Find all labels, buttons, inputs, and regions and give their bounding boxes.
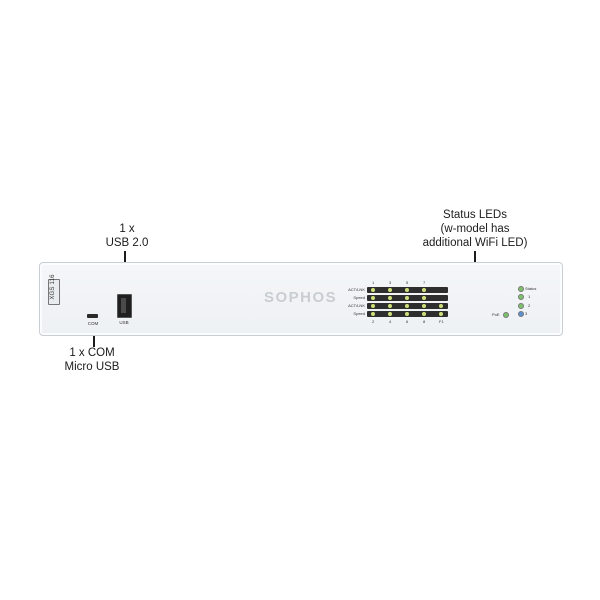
led-number-8: 8	[423, 319, 426, 324]
led	[439, 312, 443, 316]
sophos-logo: SOPHOS	[264, 289, 338, 306]
status-led-2-label: 2	[528, 303, 531, 308]
status-callout-line-2: (w-model has	[440, 223, 510, 235]
led-row-1	[367, 287, 448, 293]
com-port-label: COM	[87, 321, 99, 326]
led	[388, 288, 392, 292]
led-row-2	[367, 295, 448, 301]
led-number-6: 6	[406, 319, 409, 324]
led	[405, 288, 409, 292]
led	[422, 288, 426, 292]
led-number-5: 5	[406, 280, 409, 285]
row-label-act-lnk-1: ACT/LNK	[348, 287, 365, 292]
led-number-f1: F1	[439, 319, 444, 324]
led	[422, 312, 426, 316]
status-callout-line-3: additional WiFi LED)	[422, 237, 528, 249]
led	[371, 296, 375, 300]
usb-callout: 1 x USB 2.0	[92, 222, 162, 250]
usb-callout-line-1: 1 x	[119, 223, 135, 235]
led	[422, 296, 426, 300]
model-badge	[48, 279, 60, 305]
led-number-2: 2	[372, 319, 375, 324]
led	[405, 304, 409, 308]
row-label-speed-1: Speed	[353, 295, 365, 300]
led	[388, 312, 392, 316]
led	[371, 288, 375, 292]
status-led	[518, 286, 524, 292]
com-leader-line	[93, 325, 95, 347]
led	[388, 296, 392, 300]
led	[422, 304, 426, 308]
com-callout-line-1: 1 x COM	[69, 347, 115, 359]
led	[405, 296, 409, 300]
led-number-7: 7	[423, 280, 426, 285]
led-row-4	[367, 311, 448, 317]
status-callout: Status LEDs (w-model has additional WiFi…	[405, 208, 545, 250]
led	[405, 312, 409, 316]
row-label-speed-2: Speed	[353, 311, 365, 316]
poe-label: PoE	[492, 312, 500, 317]
status-callout-line-1: Status LEDs	[443, 209, 507, 221]
led-number-3: 3	[389, 280, 392, 285]
usb-port-label: USB	[119, 320, 129, 325]
com-callout: 1 x COM Micro USB	[52, 346, 132, 374]
com-port	[87, 314, 98, 318]
status-led-label: Status	[525, 286, 537, 291]
com-callout-line-2: Micro USB	[64, 361, 120, 373]
status-led-3-label: 3	[525, 311, 528, 316]
status-led-2	[518, 303, 524, 309]
status-led-3	[518, 311, 524, 317]
usb-callout-line-2: USB 2.0	[105, 237, 149, 249]
row-label-act-lnk-2: ACT/LNK	[348, 303, 365, 308]
led	[371, 312, 375, 316]
model-label: XGS 116	[50, 274, 56, 300]
usb-port	[117, 294, 132, 318]
led-row-3	[367, 303, 448, 309]
poe-led	[503, 312, 509, 318]
led	[439, 304, 443, 308]
status-led-1	[518, 294, 524, 300]
led	[388, 304, 392, 308]
led	[371, 304, 375, 308]
led-number-4: 4	[389, 319, 392, 324]
led-number-1: 1	[372, 280, 375, 285]
status-led-1-label: 1	[528, 294, 531, 299]
